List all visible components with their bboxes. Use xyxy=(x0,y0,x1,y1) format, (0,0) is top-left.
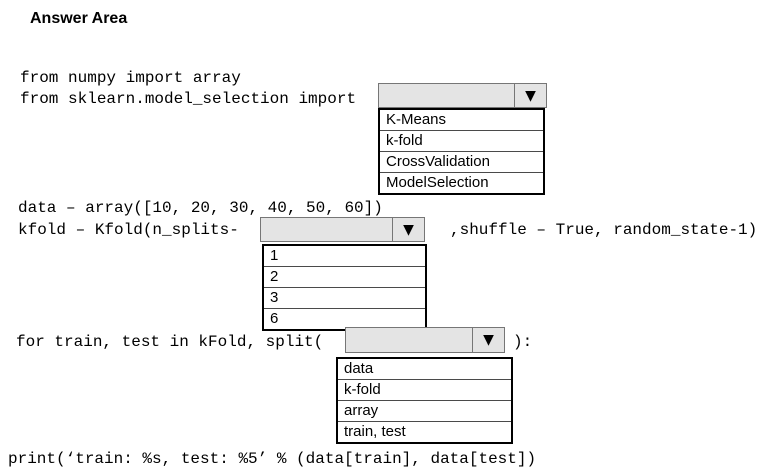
dropdown-option-k-fold[interactable]: k-fold xyxy=(380,130,543,151)
code-line-for-prefix: for train, test in kFold, split( xyxy=(16,333,324,351)
dropdown-option-3[interactable]: 3 xyxy=(264,287,425,308)
dropdown-split-arg[interactable]: ▼ xyxy=(345,327,505,353)
dropdown-option-2[interactable]: 2 xyxy=(264,266,425,287)
dropdown-option-train-test[interactable]: train, test xyxy=(338,421,511,442)
dropdown-option-data[interactable]: data xyxy=(344,360,374,377)
code-line-data-array: data – array([10, 20, 30, 40, 50, 60]) xyxy=(18,199,383,217)
dropdown-import-options-list: K-Means k-fold CrossValidation ModelSele… xyxy=(378,108,545,195)
code-line-print: print(‘train: %s, test: %5’ % (data[trai… xyxy=(8,450,537,468)
dropdown-split-arg-arrow-button[interactable]: ▼ xyxy=(472,328,504,352)
dropdown-split-arg-options-list: data k-fold array train, test xyxy=(336,357,513,444)
code-line-kfold-suffix: ,shuffle – True, random_state-1) xyxy=(450,221,758,239)
code-line-kfold-prefix: kfold – Kfold(n_splits- xyxy=(18,221,239,239)
dropdown-import[interactable]: ▼ xyxy=(378,83,547,108)
page-title: Answer Area xyxy=(30,10,128,27)
dropdown-import-value[interactable] xyxy=(379,84,514,107)
code-line-for-suffix: ): xyxy=(513,333,533,351)
code-line-import-numpy: from numpy import array xyxy=(20,69,241,87)
dropdown-option-array[interactable]: array xyxy=(338,400,511,421)
dropdown-import-arrow-button[interactable]: ▼ xyxy=(514,84,546,107)
dropdown-option-crossvalidation[interactable]: CrossValidation xyxy=(380,151,543,172)
dropdown-option-k-fold[interactable]: k-fold xyxy=(338,379,511,400)
dropdown-arrow-icon: ▼ xyxy=(403,221,414,238)
dropdown-option-1[interactable]: 1 xyxy=(270,247,279,264)
dropdown-n-splits-options-list: 1 2 3 6 xyxy=(262,244,427,331)
dropdown-split-arg-value[interactable] xyxy=(346,328,472,352)
dropdown-option-k-means[interactable]: K-Means xyxy=(386,111,447,128)
dropdown-arrow-icon: ▼ xyxy=(525,87,536,104)
dropdown-arrow-icon: ▼ xyxy=(483,332,494,348)
dropdown-option-6[interactable]: 6 xyxy=(264,308,425,329)
code-line-import-sklearn: from sklearn.model_selection import xyxy=(20,90,357,108)
dropdown-n-splits-arrow-button[interactable]: ▼ xyxy=(392,218,424,241)
dropdown-option-modelselection[interactable]: ModelSelection xyxy=(380,172,543,193)
dropdown-n-splits-value[interactable] xyxy=(261,218,392,241)
dropdown-n-splits[interactable]: ▼ xyxy=(260,217,425,242)
